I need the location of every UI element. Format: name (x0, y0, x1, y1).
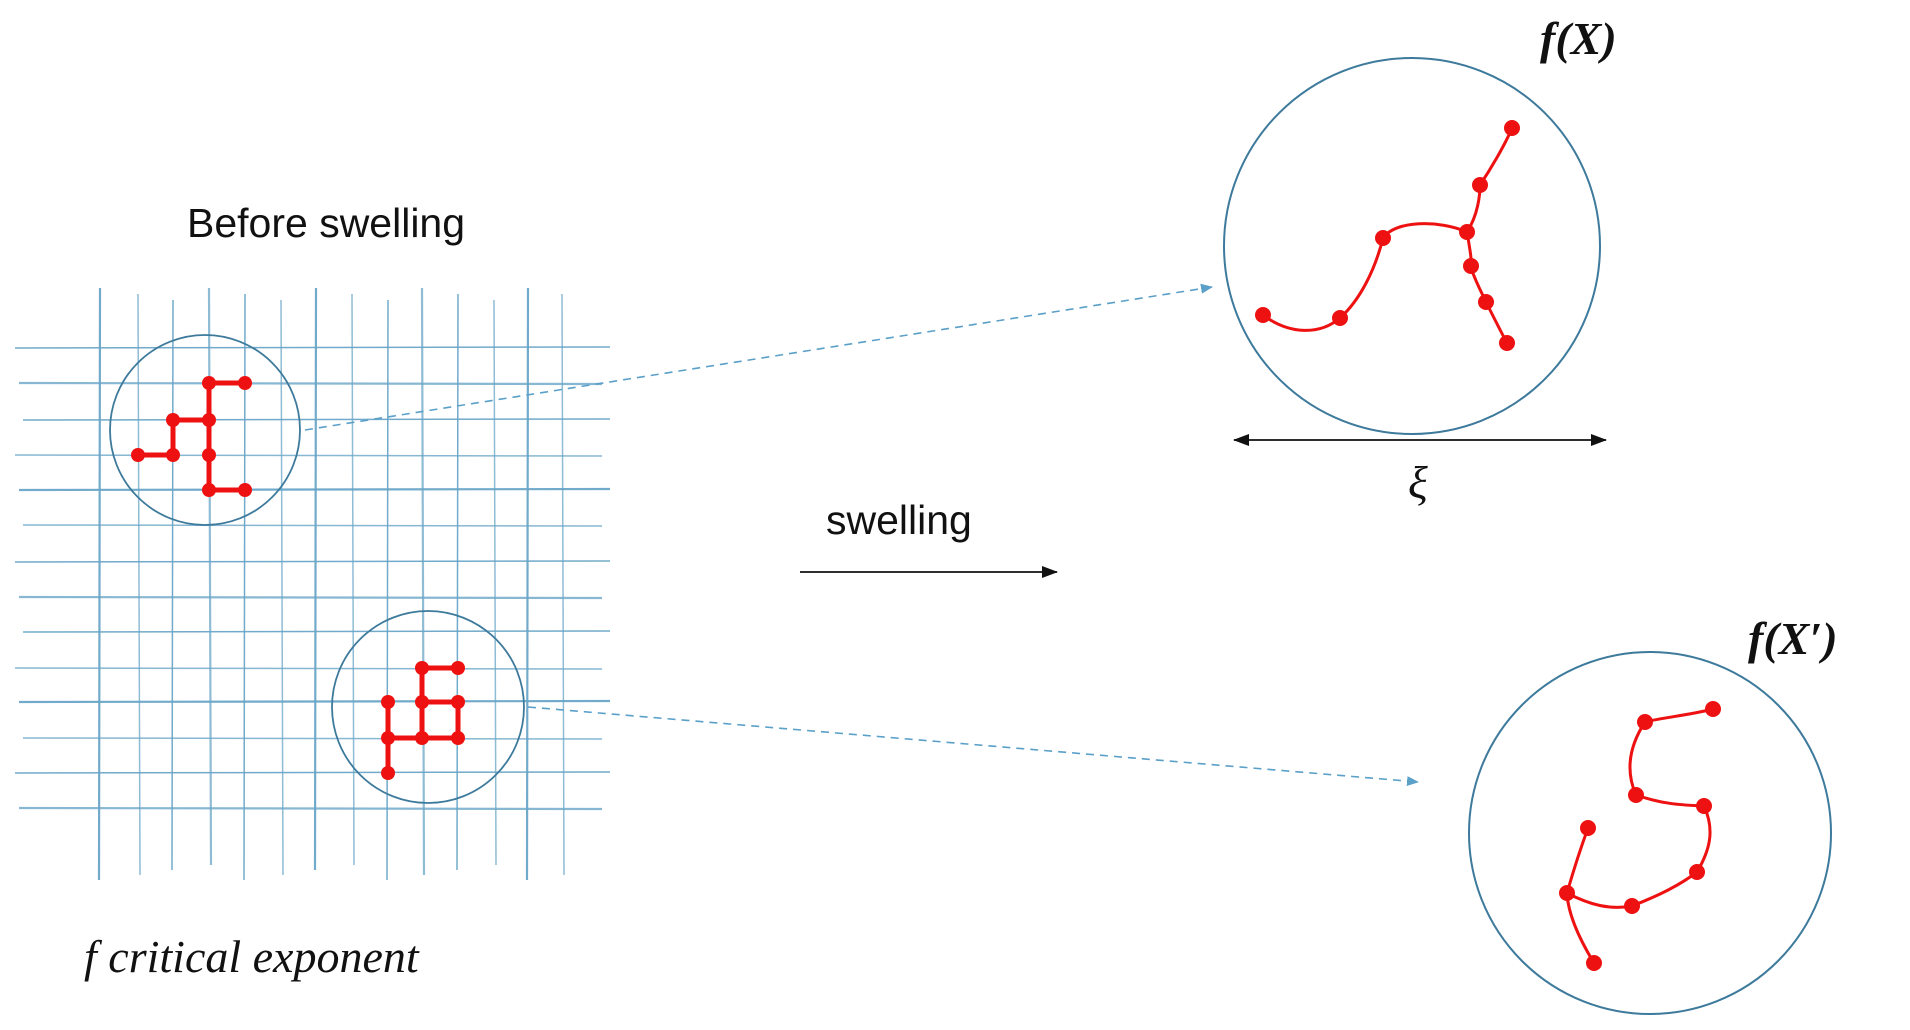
dashed-arrow-bottom (527, 706, 1419, 787)
grid-line-vertical (137, 293, 141, 876)
grid-line-horizontal (14, 454, 603, 457)
blob-circle-bottom (331, 610, 525, 804)
grid-line-horizontal (14, 560, 611, 563)
blob-circle-top (109, 334, 301, 526)
grid-line-horizontal (14, 667, 603, 670)
lattice-beads-bottom (381, 661, 465, 780)
grid-line-vertical (351, 293, 355, 866)
before-swelling-label: Before swelling (187, 200, 466, 246)
grid-line-vertical (386, 299, 389, 881)
dashed-arrow-top (304, 283, 1213, 431)
grid-line-vertical (561, 293, 565, 876)
grid-line-vertical (313, 287, 318, 871)
swollen-circle-top (1223, 57, 1601, 435)
grid-line-horizontal (22, 737, 603, 740)
fx-label: f(X) (1540, 13, 1617, 64)
grid-line-vertical (207, 287, 213, 866)
xi-label: ξ (1408, 457, 1428, 508)
grid-line-horizontal (22, 418, 611, 421)
swollen-chain-bottom (1565, 707, 1714, 964)
grid-line-horizontal (18, 806, 603, 811)
grid-line-vertical (97, 287, 102, 881)
grid-line-vertical (456, 293, 459, 871)
grid-line-horizontal (22, 630, 611, 633)
grid-line-horizontal (18, 487, 611, 492)
grid-line-horizontal (18, 595, 603, 600)
grid-line-vertical (171, 299, 174, 871)
grid-line-horizontal (18, 381, 603, 386)
fx-prime-label: f(X′) (1748, 613, 1838, 664)
grid-line-horizontal (14, 771, 611, 774)
swollen-beads-top (1255, 120, 1520, 351)
grid-line-vertical (280, 299, 284, 876)
lattice-chain-top (135, 380, 248, 493)
grid-line-vertical (243, 293, 246, 881)
grid-line-horizontal (14, 346, 611, 349)
grid-line-horizontal (22, 524, 603, 527)
swollen-beads-bottom (1559, 701, 1721, 971)
grid-line-vertical (525, 287, 530, 881)
critical-exponent-label: f critical exponent (84, 931, 419, 982)
swelling-label: swelling (826, 497, 972, 543)
grid-line-vertical (420, 287, 426, 876)
lattice-beads-top (131, 376, 252, 497)
grid-line-vertical (493, 299, 497, 866)
grid-line-horizontal (18, 699, 611, 704)
swollen-circle-bottom (1468, 651, 1832, 1015)
network-grid (14, 287, 611, 881)
